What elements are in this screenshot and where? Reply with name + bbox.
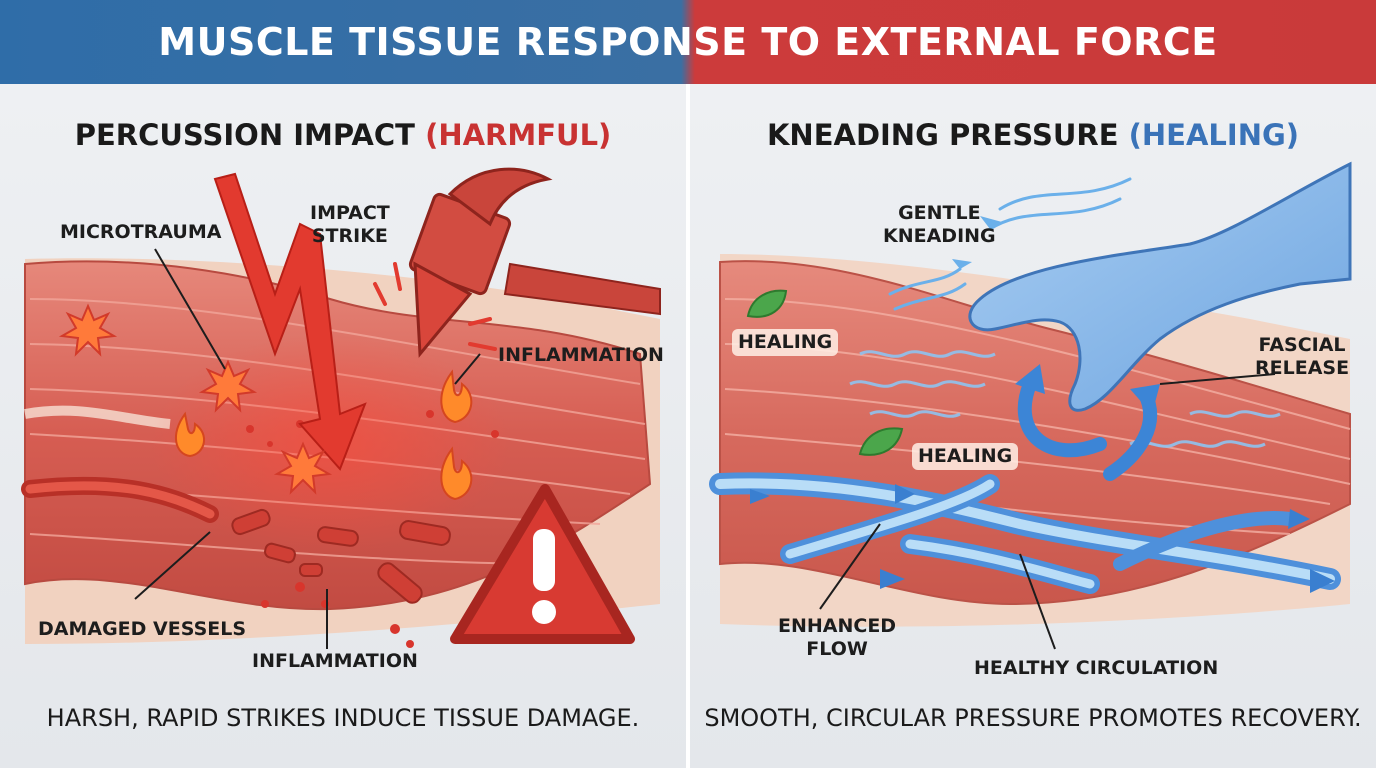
kneading-motion: [888, 177, 1132, 311]
hammer: [408, 167, 661, 358]
leaf-icon-mid: [858, 427, 904, 456]
warning-icon: [450, 484, 635, 644]
title-banner: MUSCLE TISSUE RESPONSE TO EXTERNAL FORCE: [0, 0, 1376, 84]
leaf-icon-top: [746, 289, 788, 318]
flow-arrowheads: [750, 484, 1335, 593]
page-title: MUSCLE TISSUE RESPONSE TO EXTERNAL FORCE: [158, 20, 1218, 64]
healing-tag: (HEALING): [1128, 118, 1300, 152]
impact-sparks: [373, 262, 497, 351]
panel-divider: [686, 84, 690, 768]
kneading-heading-main: KNEADING PRESSURE: [766, 118, 1119, 152]
label-healing-mid: HEALING: [912, 443, 1019, 470]
callout-lines: [134, 248, 481, 649]
harmful-tag: (HARMFUL): [425, 118, 612, 152]
impact-arrow: [213, 172, 367, 471]
inflammation-flames: [175, 369, 473, 501]
label-fascial-release: FASCIAL RELEASE: [1255, 334, 1350, 379]
percussion-heading-main: PERCUSSION IMPACT: [74, 118, 415, 152]
callout-lines: [819, 373, 1276, 650]
kneading-heading: KNEADING PRESSURE (HEALING): [690, 118, 1376, 152]
kneading-caption: SMOOTH, CIRCULAR PRESSURE PROMOTES RECOV…: [704, 704, 1362, 732]
percussion-heading: PERCUSSION IMPACT (HARMFUL): [0, 118, 686, 152]
label-microtrauma: MICROTRAUMA: [60, 221, 222, 243]
hand: [968, 161, 1352, 412]
label-healthy-circulation: HEALTHY CIRCULATION: [974, 657, 1219, 679]
microtrauma-bursts: [58, 303, 333, 495]
blood-flow: [709, 472, 1341, 594]
percussion-panel: PERCUSSION IMPACT (HARMFUL) MICROTRAUMA …: [0, 84, 686, 768]
label-damaged-vessels: DAMAGED VESSELS: [38, 618, 247, 640]
kneading-panel: KNEADING PRESSURE (HEALING) GENTLE KNEAD…: [690, 84, 1376, 768]
label-impact-strike: IMPACT STRIKE: [310, 202, 390, 247]
label-healing-top: HEALING: [732, 329, 839, 356]
label-enhanced-flow: ENHANCED FLOW: [778, 615, 897, 660]
relaxed-fibres: [849, 350, 1281, 448]
percussion-illustration: [21, 167, 661, 649]
vessel-fragments: [231, 508, 451, 604]
label-gentle-kneading: GENTLE KNEADING: [883, 202, 996, 247]
label-inflammation-top: INFLAMMATION: [498, 344, 664, 366]
kneading-illustration: [709, 161, 1352, 650]
label-inflammation-bottom: INFLAMMATION: [252, 650, 418, 672]
percussion-caption: HARSH, RAPID STRIKES INDUCE TISSUE DAMAG…: [46, 704, 640, 732]
